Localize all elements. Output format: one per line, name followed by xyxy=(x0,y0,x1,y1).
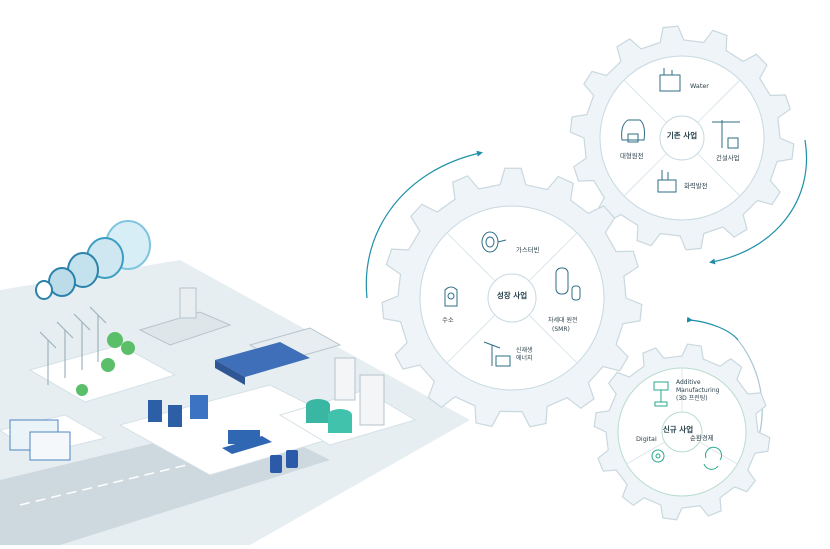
thermal-plant-icon xyxy=(657,170,677,193)
existing-business-items: Water 건설사업 화력발전 대형원전 기존 사업 xyxy=(620,68,740,193)
gear-growth-hub xyxy=(487,273,537,323)
recycle-icon xyxy=(703,446,723,470)
gear-new-business xyxy=(593,343,771,521)
hydrogen-truck xyxy=(222,430,272,454)
wind-turbines xyxy=(39,306,107,385)
gear-existing-divider xyxy=(697,79,741,123)
renewable-energy-icon xyxy=(483,341,511,367)
factory-tanks xyxy=(148,395,208,427)
new-item-circular-economy: 순환경제 xyxy=(690,433,714,442)
hydrogen-storage-tanks xyxy=(306,399,352,433)
existing-item-construction: 건설사업 xyxy=(716,153,740,162)
3d-printer-icon xyxy=(653,381,669,407)
growth-item-smr: 차세대 원전(SMR) xyxy=(548,316,578,333)
nuclear-plant-icon xyxy=(621,119,645,143)
existing-item-nuclear: 대형원전 xyxy=(620,151,644,160)
arrow-existing-to-new xyxy=(709,139,807,265)
gear-existing-divider xyxy=(697,153,741,197)
gear-growth-divider xyxy=(528,314,578,364)
gear-existing-hub xyxy=(659,115,705,161)
gear-growth-business xyxy=(381,167,643,428)
gear-existing-divider xyxy=(623,79,667,123)
new-hub-label: 신규 사업 xyxy=(663,424,693,434)
smr-reactor-icon xyxy=(555,267,581,301)
construction-crane-icon xyxy=(712,120,740,149)
gear-new-divider xyxy=(626,441,665,465)
power-plant-buildings xyxy=(138,287,385,426)
gear-new-divider xyxy=(699,441,738,465)
digital-gear-icon xyxy=(651,449,665,463)
existing-hub-label: 기존 사업 xyxy=(667,130,697,140)
wind-farm-platform xyxy=(28,344,177,403)
new-item-digital: Digital xyxy=(636,435,657,443)
gear-new-hub xyxy=(661,411,703,453)
hydrogen-tank-icon xyxy=(444,286,458,307)
industrial-landscape-illustration xyxy=(0,220,470,545)
digital-billboard xyxy=(9,419,71,461)
growth-item-gas-turbine: 가스터빈 xyxy=(516,245,540,254)
gas-turbine-icon xyxy=(481,231,507,253)
gear-growth-divider xyxy=(446,232,496,282)
existing-item-thermal: 화력발전 xyxy=(684,181,708,190)
growth-hub-label: 성장 사업 xyxy=(497,290,527,300)
gear-growth-divider xyxy=(446,314,496,364)
water-plant-icon xyxy=(659,68,681,92)
gear-growth-divider xyxy=(528,232,578,282)
gas-turbine-model xyxy=(35,220,151,300)
arrow-new-entry xyxy=(686,316,739,341)
arrow-growth-to-existing xyxy=(365,150,483,299)
battery-storage xyxy=(270,450,298,473)
growth-item-hydrogen: 수소 xyxy=(442,316,454,324)
gear-existing-business xyxy=(569,25,795,251)
trees xyxy=(76,332,135,396)
existing-item-water: Water xyxy=(690,82,709,90)
gear-existing-divider xyxy=(623,153,667,197)
